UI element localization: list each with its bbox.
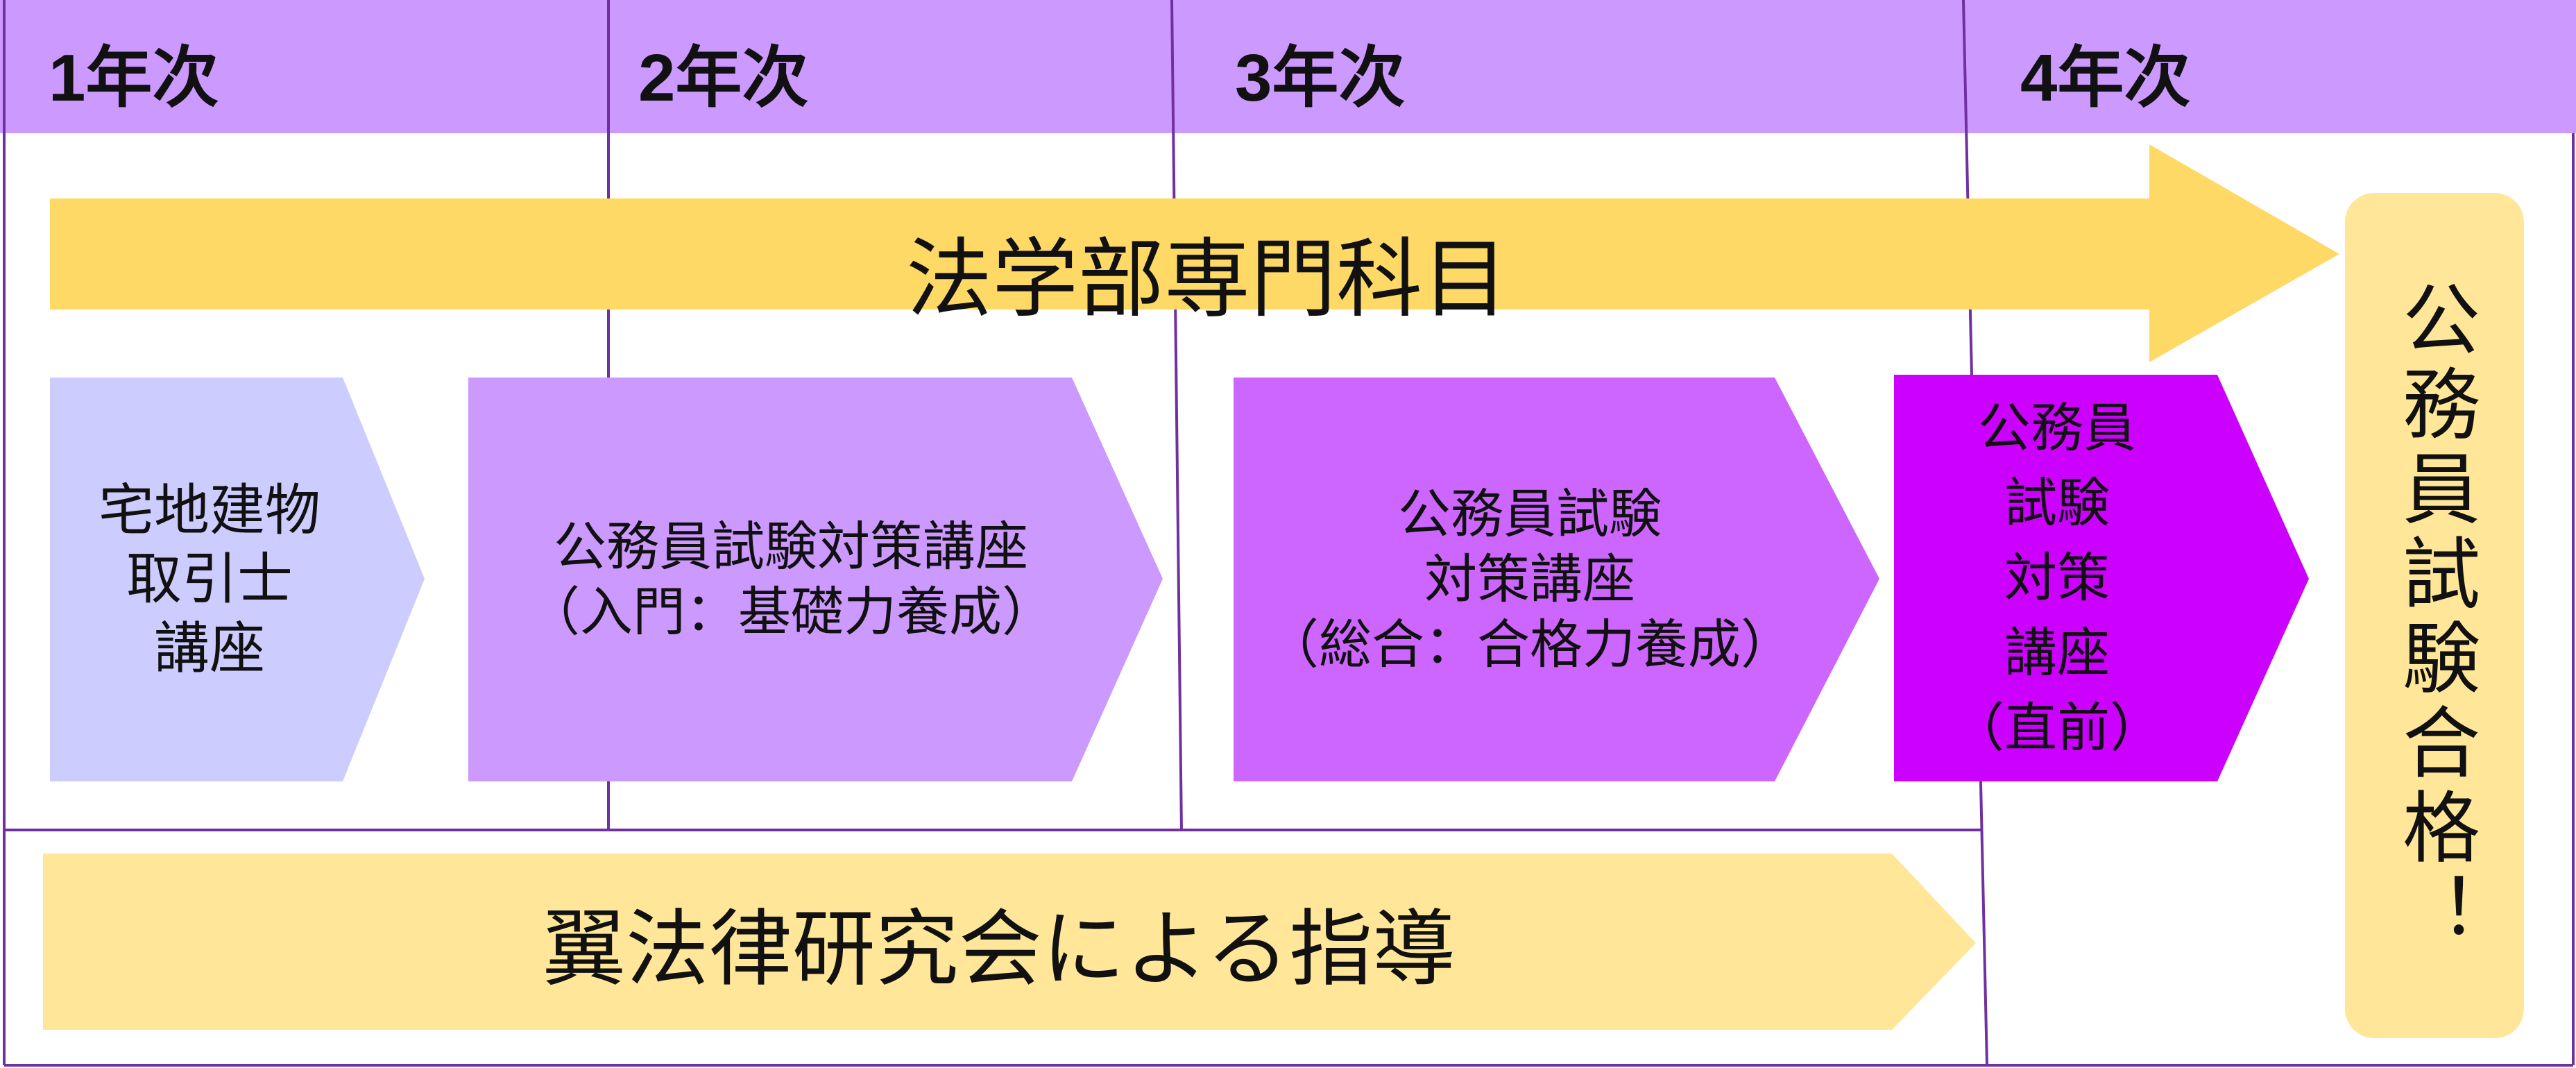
year-label-4: 4年次 <box>2020 41 2191 115</box>
stage-text-line: 公務員試験対策講座 <box>554 515 1028 577</box>
stage-text-line: 試験 <box>2004 472 2110 534</box>
stage-text-final-course: 公務員 試験 対策 講座 （直前） <box>1894 375 2220 781</box>
stage-text-comprehensive-course: 公務員試験 対策講座 （総合：合格力養成） <box>1228 378 1832 781</box>
year-header-bar <box>0 0 2576 133</box>
year-label-2: 2年次 <box>638 41 809 115</box>
stage-text-line: （入門：基礎力養成） <box>527 581 1055 643</box>
goal-box <box>2345 193 2524 1038</box>
study-group-guidance-label: 翼法律研究会による指導 <box>542 901 1456 998</box>
stage-text-line: 対策講座 <box>1424 548 1635 610</box>
goal-text: 公務員試験合格！ <box>2389 279 2480 956</box>
stage-chevron-intro-course <box>468 378 1163 781</box>
year-label-1: 1年次 <box>49 41 219 115</box>
stage-text-real-estate: 宅地建物 取引士 講座 <box>50 378 369 781</box>
stage-text-line: 公務員試験 <box>1398 482 1662 545</box>
year-label-3: 3年次 <box>1235 41 1406 115</box>
stage-chevron-final-course <box>1894 375 2309 781</box>
stage-text-line: 公務員 <box>1978 397 2136 459</box>
stage-text-line: 講座 <box>2004 621 2110 684</box>
stage-text-line: 宅地建物 <box>99 478 321 543</box>
stage-text-line: （直前） <box>1952 696 2163 758</box>
stage-text-line: 対策 <box>2004 547 2110 609</box>
stage-text-intro-course: 公務員試験対策講座 （入門：基礎力養成） <box>468 378 1114 781</box>
divider-year2-year3 <box>1170 0 1183 832</box>
stage-text-line: （総合：合格力養成） <box>1266 613 1793 676</box>
stage-text-line: 講座 <box>154 616 265 681</box>
stage-text-line: 取引士 <box>126 547 293 612</box>
law-faculty-courses-label: 法学部専門科目 <box>905 230 1508 330</box>
study-group-guidance-arrow <box>43 854 1976 1030</box>
stage-chevron-comprehensive-course <box>1234 378 1879 781</box>
law-faculty-courses-arrow <box>50 144 2339 362</box>
stage-chevron-real-estate <box>50 378 425 781</box>
